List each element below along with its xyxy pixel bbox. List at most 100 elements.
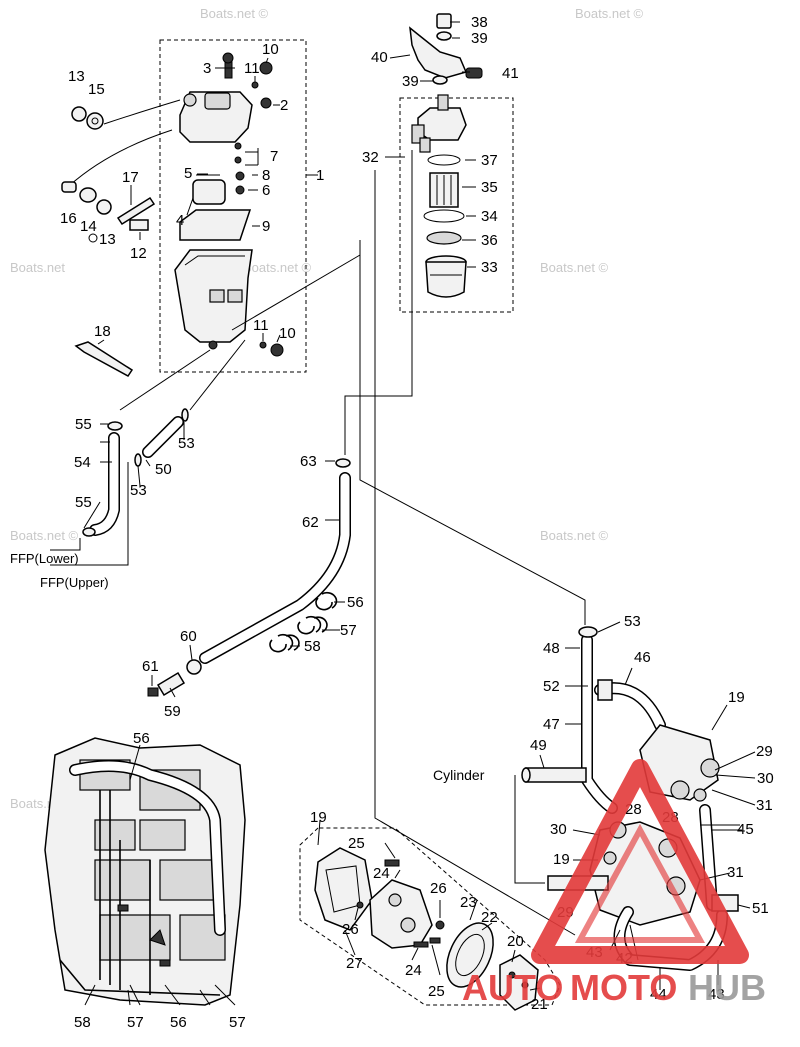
logo-text-auto: AUTO — [462, 967, 563, 1008]
part-label: 31 — [727, 864, 744, 881]
part-label: 19 — [310, 809, 327, 826]
part-label: 57 — [229, 1014, 246, 1031]
part-label: 25 — [428, 983, 445, 1000]
watermark: Boats.net © — [540, 260, 609, 275]
part-label: 20 — [507, 933, 524, 950]
part-label: 14 — [80, 218, 97, 235]
part-label: 35 — [481, 179, 498, 196]
part-label: 63 — [300, 453, 317, 470]
part-label: 13 — [68, 68, 85, 85]
watermark: Boats.net © — [575, 6, 644, 21]
left-small-parts — [61, 99, 181, 377]
part-label: 38 — [471, 14, 488, 31]
mounting-bolt-long — [116, 196, 156, 226]
cylinder-label: Cylinder — [433, 767, 485, 783]
vapor-separator-assembly — [159, 39, 318, 373]
part-label: 53 — [178, 435, 195, 452]
part-label: 19 — [728, 689, 745, 706]
filter-box — [399, 97, 514, 313]
part-label: 10 — [279, 325, 296, 342]
filter-cup — [425, 261, 467, 298]
pump-cover — [314, 847, 373, 931]
filter-head — [417, 107, 467, 141]
ffp-upper-label: FFP(Upper) — [40, 575, 109, 590]
filter-bracket — [409, 26, 468, 79]
part-label: 15 — [88, 81, 105, 98]
watermark: Boats.net © — [200, 6, 269, 21]
hose-clips — [269, 591, 338, 653]
part-label: 47 — [543, 716, 560, 733]
fuel-filter-assembly — [399, 13, 514, 313]
part-label: 41 — [502, 65, 519, 82]
part-label: 45 — [737, 821, 754, 838]
part-label: 8 — [262, 167, 270, 184]
watermark: Boats.net © — [243, 260, 312, 275]
part-label: 32 — [362, 149, 379, 166]
float — [192, 179, 226, 205]
watermark: Boats.net © — [10, 528, 79, 543]
part-label: 13 — [99, 231, 116, 248]
part-label: 27 — [346, 955, 363, 972]
pump-detail-box — [299, 827, 561, 1006]
part-label: 53 — [624, 613, 641, 630]
part-label: 23 — [460, 894, 477, 911]
part-label: 37 — [481, 152, 498, 169]
watermark: Boats.net © — [540, 528, 609, 543]
part-label: 40 — [371, 49, 388, 66]
part-label: 46 — [634, 649, 651, 666]
pump-diaphragm — [446, 922, 494, 988]
part-label: 56 — [133, 730, 150, 747]
engine-installation-view — [44, 737, 246, 1006]
part-label: 62 — [302, 514, 319, 531]
part-label: 24 — [405, 962, 422, 979]
part-label: 43 — [708, 986, 725, 1003]
part-label: 5 — [184, 165, 192, 182]
part-label: 25 — [348, 835, 365, 852]
part-label: 9 — [262, 218, 270, 235]
part-label: 30 — [757, 770, 774, 787]
cylinder-pipe — [525, 767, 587, 783]
part-label: 12 — [130, 245, 147, 262]
part-label: 34 — [481, 208, 498, 225]
part-label: 39 — [471, 30, 488, 47]
part-label: 11 — [244, 60, 260, 77]
main-fuel-hose — [147, 150, 586, 936]
part-label: 56 — [347, 594, 364, 611]
part-label: 48 — [543, 640, 560, 657]
part-label: 19 — [553, 851, 570, 868]
logo-text-moto: MOTO — [570, 967, 677, 1008]
part-label: 16 — [60, 210, 77, 227]
part-label: 22 — [481, 909, 498, 926]
part-label: 4 — [176, 212, 184, 229]
pump-end-cover — [499, 954, 539, 1011]
left-hoses — [50, 339, 246, 566]
separator-cover — [179, 91, 253, 143]
part-label: 60 — [180, 628, 197, 645]
gasket — [179, 209, 252, 241]
part-label: 11 — [253, 317, 269, 334]
part-label: 55 — [75, 494, 92, 511]
part-label: 21 — [531, 996, 548, 1013]
part-label: 56 — [170, 1014, 187, 1031]
part-label: 30 — [550, 821, 567, 838]
part-label: 54 — [74, 454, 91, 471]
part-label: 61 — [142, 658, 159, 675]
part-label: 33 — [481, 259, 498, 276]
part-label: 17 — [122, 169, 139, 186]
automotohub-logo: AUTO MOTO HUB — [462, 759, 766, 1008]
part-label: 53 — [130, 482, 147, 499]
watermark: Boats.net — [10, 260, 65, 275]
part-label: 24 — [373, 865, 390, 882]
part-label: 18 — [94, 323, 111, 340]
part-label: 59 — [164, 703, 181, 720]
part-label: 55 — [75, 416, 92, 433]
ffp-lower-label: FFP(Lower) — [10, 551, 79, 566]
part-label: 7 — [270, 148, 278, 165]
part-label: 51 — [752, 900, 769, 917]
o-ring — [427, 154, 461, 166]
part-label: 29 — [756, 743, 773, 760]
part-label: 52 — [543, 678, 560, 695]
part-label: 26 — [430, 880, 447, 897]
part-label: 57 — [127, 1014, 144, 1031]
